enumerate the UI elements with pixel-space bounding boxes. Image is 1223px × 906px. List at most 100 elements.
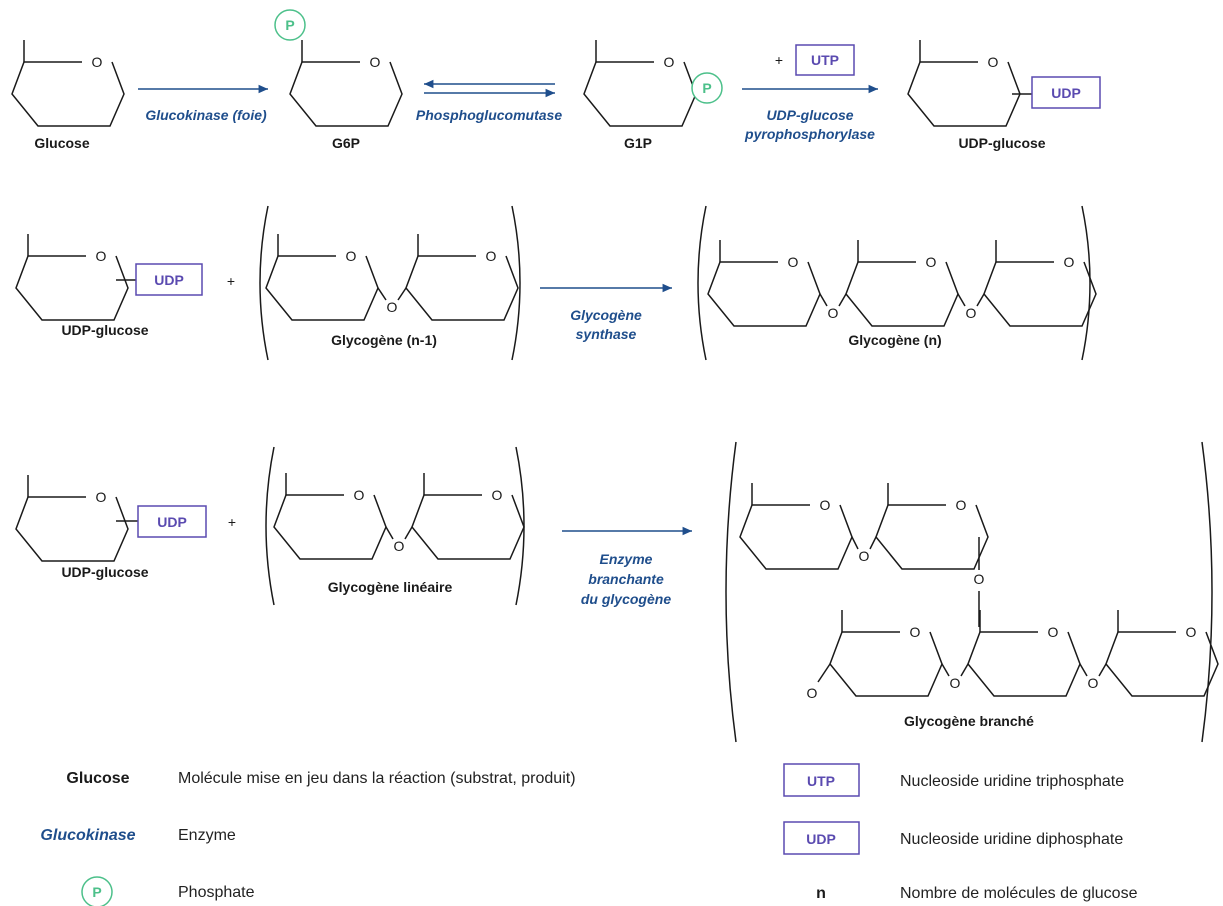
- pyranose-ring: [707, 261, 821, 327]
- plus-sign: +: [227, 273, 235, 289]
- udp-glucose-ring-3: O: [15, 475, 129, 562]
- legend-n-term: n: [816, 885, 826, 902]
- ring-oxygen: O: [354, 487, 365, 503]
- ring-oxygen: O: [370, 54, 381, 70]
- bracket-left: [259, 205, 269, 361]
- pyranose-ring: [15, 496, 129, 562]
- ring-oxygen: O: [96, 248, 107, 264]
- ring-oxygen: O: [820, 497, 831, 513]
- glycosidic-oxygen: O: [950, 675, 961, 691]
- legend-udp-box: [783, 821, 860, 855]
- ring-oxygen: O: [910, 624, 921, 640]
- glycosidic-oxygen: O: [828, 305, 839, 321]
- phosphate-symbol: P: [285, 17, 294, 33]
- pyranose-ring: [1105, 631, 1219, 697]
- bracket-right: [1081, 205, 1091, 361]
- bracket-left: [265, 446, 275, 606]
- ring-oxygen: O: [492, 487, 503, 503]
- udp-glucose-substrate: O UDP UDP-glucose: [15, 234, 203, 338]
- pyranose-ring: [405, 255, 519, 321]
- udp-glucose-molecule: O UDP UDP-glucose: [907, 40, 1101, 151]
- ring-oxygen: O: [926, 254, 937, 270]
- legend-molecule-desc: Molécule mise en jeu dans la réaction (s…: [178, 770, 576, 787]
- g1p-ring: O: [583, 40, 697, 127]
- bracket-right: [511, 205, 521, 361]
- legend-enzyme-desc: Enzyme: [178, 827, 236, 844]
- legend-utp-desc: Nucleoside uridine triphosphate: [900, 773, 1124, 790]
- bracket-right: [515, 446, 525, 606]
- pyranose-ring: [907, 61, 1021, 127]
- g6p-molecule: O P G6P: [274, 9, 403, 151]
- udp-label: UDP: [157, 514, 187, 530]
- glycosidic-oxygen: O: [1088, 675, 1099, 691]
- udp-box: [135, 263, 203, 296]
- udp-glucose-ring: O: [907, 40, 1021, 127]
- pyranose-ring: [829, 631, 943, 697]
- pyranose-ring: [739, 504, 853, 570]
- bracket-left: [725, 441, 737, 743]
- legend-phosphate-desc: Phosphate: [178, 884, 255, 901]
- legend: Glucose Molécule mise en jeu dans la réa…: [40, 763, 1138, 906]
- ring-oxygen: O: [956, 497, 967, 513]
- pyranose-ring: [265, 255, 379, 321]
- glycogen-n-minus-1: O O O Glycogène (n-1): [259, 205, 521, 361]
- ring-oxygen: O: [664, 54, 675, 70]
- glycogen-n-label: Glycogène (n): [848, 332, 941, 348]
- udp-label: UDP: [1051, 85, 1081, 101]
- pyranose-ring: [875, 504, 989, 570]
- udp-glucose-label: UDP-glucose: [61, 564, 148, 580]
- g1p-molecule: O P G1P: [583, 40, 723, 151]
- phosphate-icon: [274, 9, 306, 41]
- utp-box: [795, 44, 855, 76]
- phosphate-icon: [81, 876, 113, 906]
- glycogen-n1-label: Glycogène (n-1): [331, 332, 437, 348]
- g1p-label: G1P: [624, 135, 652, 151]
- glucose-ring: O: [11, 40, 125, 127]
- glucose-molecule: O Glucose: [11, 40, 125, 151]
- ring-oxygen: O: [486, 248, 497, 264]
- branching-enzyme-label-1: Enzyme: [600, 551, 653, 567]
- ring-oxygen: O: [988, 54, 999, 70]
- pyranose-ring: [11, 61, 125, 127]
- udp-box: [1031, 76, 1101, 109]
- pyranose-ring: [273, 494, 387, 560]
- bracket-left: [697, 205, 707, 361]
- ring-oxygen: O: [92, 54, 103, 70]
- ring-oxygen: O: [346, 248, 357, 264]
- plus-sign: +: [228, 514, 236, 530]
- ring-oxygen: O: [788, 254, 799, 270]
- pyranose-ring: [15, 255, 129, 321]
- glycosidic-oxygen: O: [859, 548, 870, 564]
- udp-box: [137, 505, 207, 538]
- legend-molecule-term: Glucose: [66, 770, 129, 787]
- legend-udp-desc: Nucleoside uridine diphosphate: [900, 831, 1123, 848]
- glucokinase-label: Glucokinase (foie): [145, 107, 267, 123]
- pyranose-ring: [583, 61, 697, 127]
- udp-pyrophosphorylase-label-2: pyrophosphorylase: [744, 126, 875, 142]
- glucose-label: Glucose: [34, 135, 89, 151]
- bracket-right: [1201, 441, 1213, 743]
- glycosidic-oxygen: O: [387, 299, 398, 315]
- utp-label: UTP: [811, 52, 839, 68]
- pyranose-ring: [845, 261, 959, 327]
- pyranose-ring: [411, 494, 525, 560]
- phosphate-icon: [691, 72, 723, 104]
- glycogen-n1-rings: O O O: [265, 234, 519, 321]
- udp-label: UDP: [154, 272, 184, 288]
- branching-enzyme-label-2: branchante: [588, 571, 664, 587]
- udp-glucose-label: UDP-glucose: [61, 322, 148, 338]
- glycogen-synthase-label-1: Glycogène: [570, 307, 642, 323]
- oxygen-bridge-branch: O: [974, 571, 985, 587]
- phosphoglucomutase-label: Phosphoglucomutase: [416, 107, 562, 123]
- pyranose-ring: [983, 261, 1097, 327]
- plus-sign: +: [775, 52, 783, 68]
- ring-oxygen: O: [1064, 254, 1075, 270]
- legend-phosphate-term: P: [92, 884, 101, 900]
- udp-glucose-label: UDP-glucose: [958, 135, 1045, 151]
- legend-utp-term: UTP: [807, 773, 835, 789]
